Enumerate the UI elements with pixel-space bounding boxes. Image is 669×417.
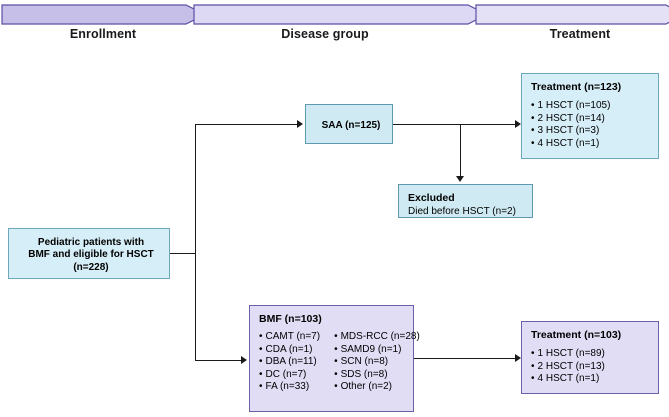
list-item: 2 HSCT (n=14) [531, 113, 650, 126]
connector-to-saa [195, 124, 299, 125]
list-item: FA (n=33) [259, 381, 320, 394]
node-treatment-bmf-list: 1 HSCT (n=89) 2 HSCT (n=13) 4 HSCT (n=1) [531, 348, 650, 386]
list-item: Other (n=2) [334, 381, 420, 394]
node-bmf-title: BMF (n=103) [259, 313, 322, 325]
node-source-line-2: BMF and eligible for HSCT [28, 249, 154, 261]
arrowhead-to-saa [297, 120, 303, 128]
arrowhead-saa-to-treatment [515, 120, 521, 128]
list-item: 4 HSCT (n=1) [531, 373, 650, 386]
node-treatment-saa[interactable]: Treatment (n=123) 1 HSCT (n=105) 2 HSCT … [521, 73, 659, 159]
list-item: 2 HSCT (n=13) [531, 361, 650, 374]
node-source-population[interactable]: Pediatric patients with BMF and eligible… [8, 228, 170, 279]
list-item: 4 HSCT (n=1) [531, 138, 650, 151]
connector-to-bmf [195, 360, 243, 361]
phase-arrow-enrollment [1, 4, 207, 25]
arrowhead-saa-to-excluded [456, 176, 464, 182]
node-source-population-body: Pediatric patients with BMF and eligible… [9, 229, 173, 282]
node-treatment-saa-title: Treatment (n=123) [531, 81, 622, 93]
node-bmf-list-left: CAMT (n=7) CDA (n=1) DBA (n=11) DC (n=7)… [259, 331, 321, 394]
node-source-line-1: Pediatric patients with [37, 236, 145, 248]
phase-banner: Enrollment Disease group Treatment [0, 0, 669, 45]
node-saa[interactable]: SAA (n=125) [305, 104, 393, 144]
node-excluded[interactable]: Excluded Died before HSCT (n=2) [398, 184, 533, 218]
arrowhead-to-bmf [241, 356, 247, 364]
phase-label-treatment: Treatment [549, 27, 611, 41]
node-bmf-list-right: MDS-RCC (n=28) SAMD9 (n=1) SCN (n=8) SDS… [334, 331, 420, 394]
node-treatment-bmf[interactable]: Treatment (n=103) 1 HSCT (n=89) 2 HSCT (… [521, 321, 659, 394]
list-item: DC (n=7) [259, 369, 320, 382]
node-bmf-columns: CAMT (n=7) CDA (n=1) DBA (n=11) DC (n=7)… [259, 331, 420, 394]
list-item: CAMT (n=7) [259, 331, 321, 344]
phase-label-disease-group: Disease group [281, 27, 369, 41]
list-item: SDS (n=8) [334, 369, 420, 382]
node-excluded-title: Excluded [408, 192, 455, 204]
connector-bmf-to-treatment [414, 358, 517, 359]
phase-banner-arrows [1, 4, 669, 25]
node-treatment-saa-list: 1 HSCT (n=105) 2 HSCT (n=14) 3 HSCT (n=3… [531, 100, 650, 150]
arrowhead-bmf-to-treatment [515, 354, 521, 362]
list-item: CDA (n=1) [259, 344, 320, 357]
connector-source-stub [170, 253, 196, 254]
connector-saa-to-excluded [460, 124, 461, 178]
phase-label-enrollment: Enrollment [69, 27, 137, 41]
connector-trunk [195, 124, 196, 361]
node-saa-title: SAA (n=125) [321, 119, 381, 131]
node-saa-body: SAA (n=125) [306, 105, 396, 147]
connector-saa-to-treatment [393, 124, 517, 125]
list-item: MDS-RCC (n=28) [334, 331, 420, 344]
node-bmf[interactable]: BMF (n=103) CAMT (n=7) CDA (n=1) DBA (n=… [249, 305, 420, 412]
node-source-line-3: (n=228) [73, 261, 109, 273]
list-item: 1 HSCT (n=105) [531, 100, 650, 113]
list-item: SCN (n=8) [334, 356, 420, 369]
list-item: 1 HSCT (n=89) [531, 348, 650, 361]
list-item: SAMD9 (n=1) [334, 344, 420, 357]
phase-arrow-treatment [475, 4, 669, 25]
node-excluded-detail: Died before HSCT (n=2) [408, 206, 516, 217]
list-item: 3 HSCT (n=3) [531, 125, 650, 138]
node-treatment-bmf-title: Treatment (n=103) [531, 329, 622, 341]
phase-arrow-disease-group [193, 4, 489, 25]
list-item: DBA (n=11) [259, 356, 320, 369]
